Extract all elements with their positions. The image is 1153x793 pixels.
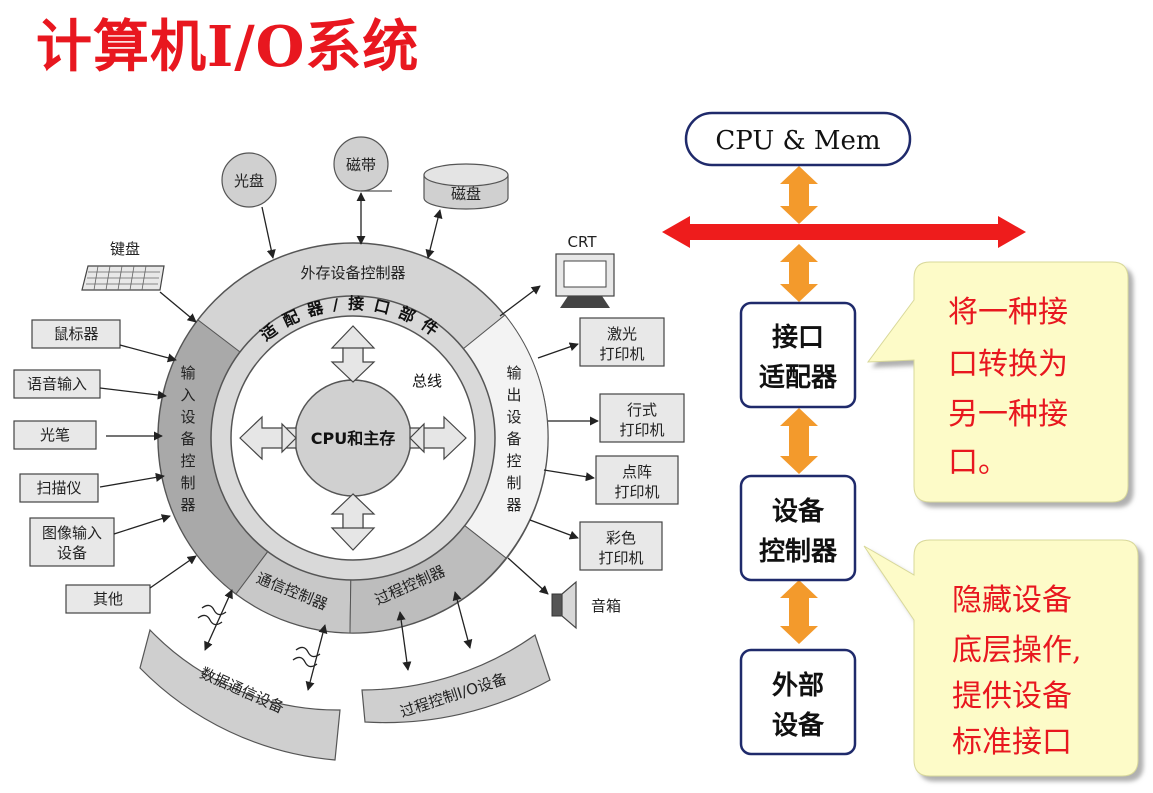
bus-arrow-right-inner (409, 422, 425, 454)
speaker-device: 音箱 (507, 557, 621, 630)
layer-stack: CPU & Mem 接口 适配器 设备 控制器 外部 设备 将一种接 口转换为 … (662, 111, 1139, 777)
svg-text:备: 备 (506, 430, 521, 448)
connector-adapter-controller (780, 408, 818, 474)
bus-label: 总线 (412, 372, 442, 390)
external-device-box (739, 648, 857, 756)
svg-text:语音输入: 语音输入 (27, 375, 87, 393)
svg-text:扫描仪: 扫描仪 (36, 479, 81, 497)
cpu-mem-label: CPU & Mem (715, 126, 880, 156)
svg-text:备: 备 (180, 430, 195, 448)
adapter-label-line1: 接口 (772, 323, 824, 353)
adapter-callout-line3: 另一种接 (948, 397, 1068, 432)
bus-arrows (239, 325, 467, 551)
mouse-device: 鼠标器 (31, 319, 177, 363)
connector-controller-external (780, 580, 818, 644)
svg-text:输: 输 (506, 364, 521, 382)
svg-text:鼠标器: 鼠标器 (53, 325, 98, 343)
outer-storage-controller-label: 外存设备控制器 (300, 264, 405, 282)
svg-text:彩色: 彩色 (606, 529, 636, 547)
svg-text:键盘: 键盘 (110, 240, 140, 258)
keyboard-device: 键盘 (81, 240, 197, 323)
line-printer-device: 行式 打印机 (548, 393, 685, 443)
svg-text:打印机: 打印机 (599, 345, 644, 363)
controller-label-line2: 控制器 (759, 537, 838, 567)
external-device-label-line1: 外部 (772, 671, 824, 701)
svg-text:设备: 设备 (57, 544, 87, 562)
svg-text:控: 控 (180, 452, 195, 470)
light-pen-device: 光笔 (13, 420, 163, 450)
bottom-connectors (197, 589, 473, 691)
svg-text:出: 出 (506, 386, 521, 404)
svg-text:制: 制 (180, 474, 195, 492)
connector-arrows (780, 166, 818, 644)
svg-text:器: 器 (180, 496, 195, 514)
connector-bus-adapter (780, 244, 818, 302)
controller-box (739, 474, 857, 582)
svg-text:设: 设 (180, 408, 195, 426)
output-controller-label: 输 出 设 备 控 制 器 (506, 364, 521, 514)
svg-text:打印机: 打印机 (614, 483, 659, 501)
optical-disk-device: 光盘 (221, 152, 277, 259)
controller-callout-line3: 提供设备 (952, 679, 1072, 714)
adapter-label-line2: 适配器 (759, 363, 838, 393)
svg-text:设: 设 (506, 408, 521, 426)
other-device: 其他 (65, 555, 197, 614)
svg-text:激光: 激光 (607, 325, 637, 343)
crt-device: CRT (499, 233, 615, 317)
svg-text:图像输入: 图像输入 (42, 524, 102, 542)
svg-text:磁盘: 磁盘 (451, 185, 481, 203)
svg-text:CRT: CRT (568, 233, 598, 251)
controller-label-line1: 设备 (772, 497, 825, 527)
input-controller-label: 输 入 设 备 控 制 器 (180, 364, 195, 514)
tape-device: 磁带 (333, 136, 392, 245)
svg-text:光笔: 光笔 (40, 426, 70, 444)
connector-cpu-bus (780, 166, 818, 224)
image-input-device: 图像输入 设备 (29, 514, 171, 567)
ring-diagram: 外存设备控制器 总线 CPU和主存 适配器/接口部件 输 入 设 备 控 制 器… (13, 136, 685, 761)
svg-text:控: 控 (506, 452, 521, 470)
data-comm-device-band (139, 628, 341, 761)
process-io-band (361, 634, 551, 724)
adapter-box (739, 301, 857, 409)
voice-input-device: 语音输入 (13, 369, 167, 400)
laser-printer-device: 激光 打印机 (537, 317, 665, 367)
svg-text:制: 制 (506, 474, 521, 492)
system-bus-arrow (662, 216, 1026, 248)
svg-text:器: 器 (506, 496, 521, 514)
svg-text:磁带: 磁带 (346, 156, 376, 174)
adapter-callout-line1: 将一种接 (948, 295, 1068, 330)
controller-callout-line1: 隐藏设备 (952, 583, 1072, 618)
scanner-device: 扫描仪 (19, 472, 165, 503)
cpu-mem-box (684, 111, 912, 167)
svg-text:输: 输 (180, 364, 195, 382)
svg-text:光盘: 光盘 (234, 172, 264, 190)
color-printer-device: 彩色 打印机 (529, 519, 663, 571)
controller-callout-line4: 标准接口 (952, 725, 1072, 760)
adapter-callout-line2: 口转换为 (948, 347, 1068, 382)
svg-text:点阵: 点阵 (622, 463, 652, 481)
adapter-callout-line4: 口。 (948, 445, 1008, 480)
svg-text:行式: 行式 (627, 401, 657, 419)
svg-text:入: 入 (180, 386, 195, 404)
controller-callout (863, 539, 1139, 777)
disk-device: 磁盘 (423, 163, 509, 259)
external-device-label-line2: 设备 (772, 711, 825, 741)
dot-printer-device: 点阵 打印机 (543, 455, 679, 505)
svg-text:打印机: 打印机 (619, 421, 664, 439)
svg-text:音箱: 音箱 (591, 597, 621, 615)
controller-callout-line2: 底层操作, (952, 633, 1082, 668)
core-label: CPU和主存 (311, 429, 395, 448)
bus-arrow-down-upper (330, 493, 376, 529)
page-title: 计算机I/O系统 (36, 14, 420, 80)
bus-arrow-left-inner (281, 422, 297, 454)
svg-text:打印机: 打印机 (598, 549, 643, 567)
adapter-callout (866, 261, 1129, 503)
bus-arrow-up-lower (330, 347, 376, 383)
svg-text:其他: 其他 (93, 590, 123, 608)
